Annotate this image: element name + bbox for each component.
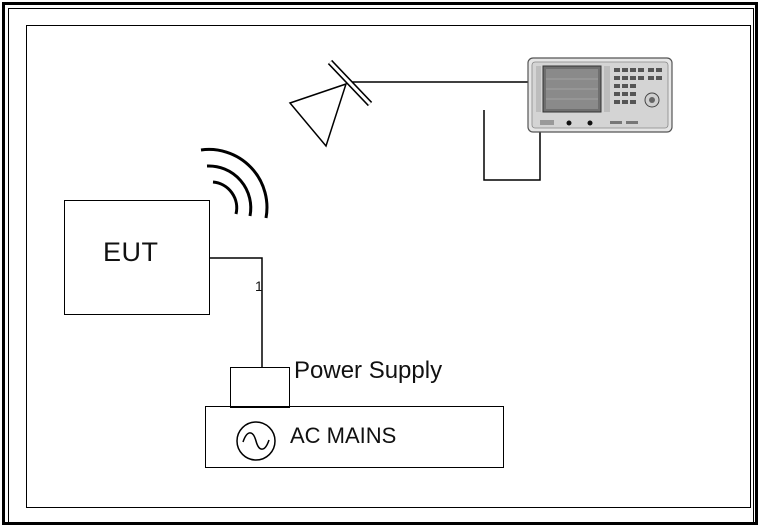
analyzer-cable: [346, 81, 541, 181]
spectrum-analyzer-icon: [527, 57, 673, 133]
eut-power-cable: [210, 257, 263, 367]
radio-waves-icon: [200, 147, 269, 219]
ac-source-icon: [236, 421, 276, 461]
diagram-area: [26, 25, 751, 508]
eut-box: [64, 200, 210, 315]
ac-mains-label: AC MAINS: [290, 423, 397, 448]
antenna-icon: [288, 59, 373, 148]
ac-mains-box: [205, 406, 504, 468]
eut-label: EUT: [103, 237, 159, 267]
outer-frame: [2, 2, 758, 525]
inner-frame: [8, 8, 754, 523]
cable-number-label: 1: [255, 278, 263, 294]
power-supply-label: Power Supply: [294, 357, 443, 384]
power-supply-box: [230, 367, 290, 408]
